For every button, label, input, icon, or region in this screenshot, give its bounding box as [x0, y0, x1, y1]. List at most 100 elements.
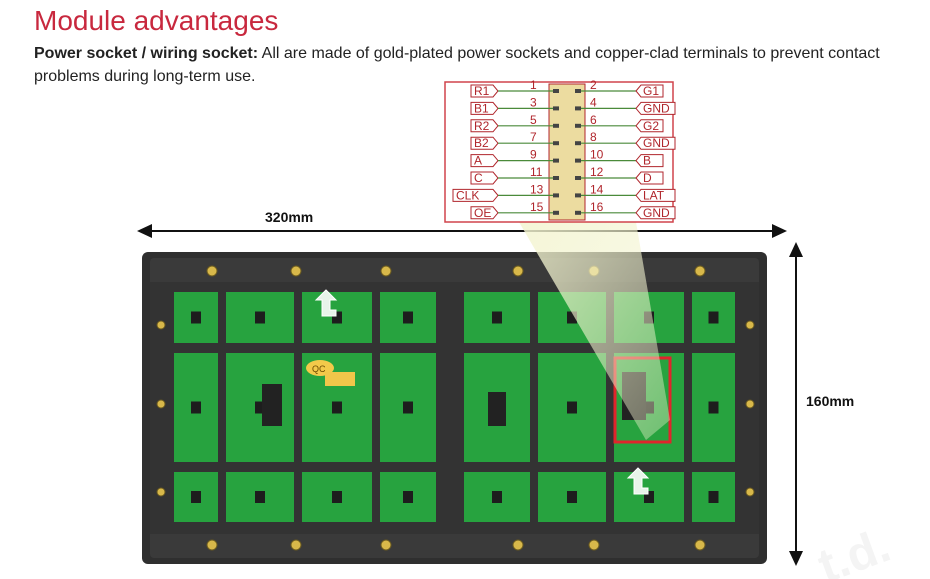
screw-hole	[156, 487, 166, 497]
screw-hole	[156, 320, 166, 330]
led-driver-chip	[403, 311, 413, 324]
description-paragraph: Power socket / wiring socket: All are ma…	[34, 42, 894, 88]
led-driver-chip	[255, 491, 265, 503]
signal-tag-right	[635, 101, 676, 115]
pin-number-left: 5	[530, 113, 537, 127]
screw-hole	[290, 265, 302, 277]
pin-number-right: 6	[590, 113, 597, 127]
pin-number-left: 1	[530, 78, 537, 92]
signal-tag-right	[635, 84, 664, 98]
pin-number-right: 14	[590, 182, 604, 196]
pin-number-left: 11	[530, 165, 543, 179]
led-driver-chip	[191, 311, 201, 324]
signal-tag-right	[635, 206, 676, 220]
screw-hole	[380, 539, 392, 551]
qc-sticker-label: QC	[312, 364, 326, 374]
screw-hole	[512, 539, 524, 551]
signal-label-right: GND	[643, 136, 670, 150]
led-driver-chip	[255, 311, 265, 324]
screw-hole	[588, 539, 600, 551]
screw-hole	[206, 539, 218, 551]
signal-label-right: GND	[643, 101, 670, 115]
led-driver-chip	[567, 311, 577, 324]
signal-label-left: B2	[474, 136, 489, 150]
led-driver-chip	[191, 401, 201, 414]
signal-tag-left	[470, 101, 499, 115]
watermark: t.d.	[811, 519, 897, 579]
led-driver-chip	[708, 311, 719, 324]
led-driver-chip	[708, 401, 719, 414]
signal-label-left: CLK	[456, 188, 479, 202]
pin-number-left: 15	[530, 200, 544, 214]
led-driver-chip	[255, 401, 265, 414]
screw-hole	[745, 487, 755, 497]
height-dimension-arrow	[789, 242, 803, 566]
screw-hole	[206, 265, 218, 277]
screw-hole	[745, 399, 755, 409]
signal-tag-left	[470, 136, 499, 150]
signal-label-left: B1	[474, 101, 489, 115]
led-driver-chip	[332, 401, 342, 414]
pin-number-right: 12	[590, 165, 604, 179]
signal-label-left: OE	[474, 206, 491, 220]
signal-tag-left	[470, 119, 499, 133]
signal-label-left: A	[474, 154, 482, 168]
description-text: All are made of gold-plated power socket…	[34, 45, 880, 85]
signal-tag-left	[470, 84, 499, 98]
signal-tag-left	[452, 188, 499, 202]
signal-label-right: G2	[643, 119, 659, 133]
pin-number-right: 8	[590, 130, 597, 144]
zoom-beam	[519, 222, 670, 440]
page-title: Module advantages	[34, 5, 279, 36]
led-driver-chip	[644, 491, 654, 503]
led-driver-chip	[403, 491, 413, 503]
signal-tag-right	[635, 188, 676, 202]
signal-label-right: GND	[643, 206, 670, 220]
screw-hole	[290, 539, 302, 551]
led-driver-chip	[332, 311, 342, 324]
led-driver-chip	[567, 491, 577, 503]
led-driver-chip	[708, 491, 719, 503]
width-dimension-arrow	[137, 224, 787, 238]
signal-label-right: D	[643, 171, 652, 185]
screw-hole	[694, 265, 706, 277]
pin-number-right: 10	[590, 148, 604, 162]
signal-tag-right	[635, 136, 676, 150]
screw-hole	[156, 399, 166, 409]
signal-label-left: R2	[474, 119, 490, 133]
led-driver-chip	[492, 311, 502, 324]
pin-number-right: 2	[590, 78, 597, 92]
signal-tag-left	[470, 171, 499, 185]
screw-hole	[745, 320, 755, 330]
led-module-board: QC	[142, 252, 767, 564]
led-driver-chip	[492, 491, 502, 503]
pin-number-right: 16	[590, 200, 604, 214]
signal-tag-left	[470, 206, 499, 220]
pin-number-left: 13	[530, 182, 544, 196]
signal-label-left: C	[474, 171, 483, 185]
signal-label-right: LAT	[643, 188, 665, 202]
screw-hole	[694, 539, 706, 551]
led-driver-chip	[567, 401, 577, 414]
signal-tag-right	[635, 119, 664, 133]
screw-hole	[512, 265, 524, 277]
description-bold-label: Power socket / wiring socket:	[34, 45, 259, 62]
signal-tag-left	[470, 154, 499, 168]
pin-number-left: 3	[530, 95, 537, 109]
led-driver-chip	[332, 491, 342, 503]
pin-number-left: 7	[530, 130, 537, 144]
led-driver-chip	[403, 401, 413, 414]
signal-label-left: R1	[474, 84, 490, 98]
signal-tag-right	[635, 171, 664, 185]
width-label: 320mm	[265, 209, 313, 225]
signal-label-right: B	[643, 154, 651, 168]
pin-number-left: 9	[530, 148, 537, 162]
screw-hole	[380, 265, 392, 277]
signal-tag-right	[635, 154, 664, 168]
pin-number-right: 4	[590, 95, 597, 109]
signal-label-right: G1	[643, 84, 659, 98]
height-label: 160mm	[806, 393, 854, 409]
led-driver-chip	[191, 491, 201, 503]
